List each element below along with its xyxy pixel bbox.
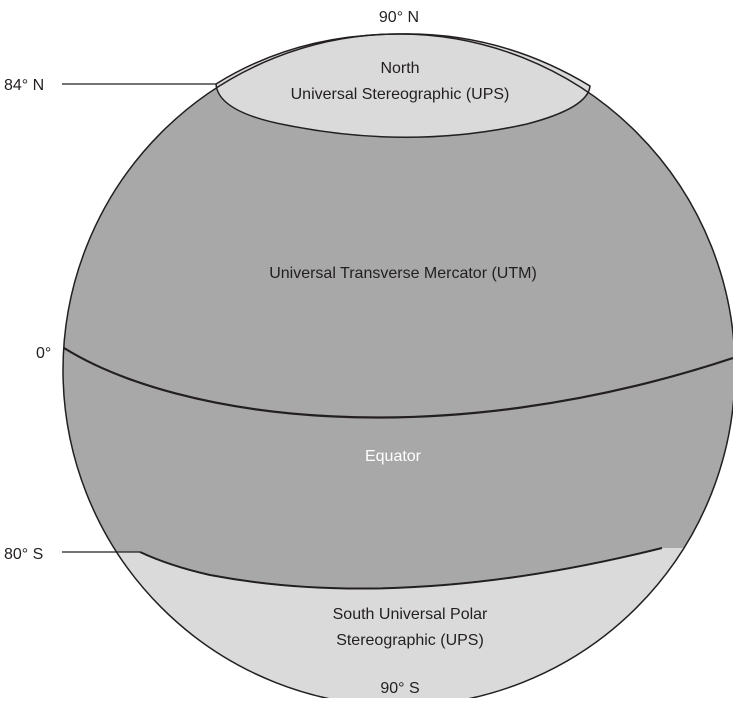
label-90-north: 90° N <box>379 9 419 26</box>
south-limit-line <box>139 547 663 590</box>
north-ups-label-line1: North <box>380 60 419 77</box>
equator-line <box>63 347 733 419</box>
label-90-south: 90° S <box>380 680 419 697</box>
utm-zone <box>63 34 733 703</box>
label-80-south: 80° S <box>4 546 43 563</box>
north-ups-label-line2: Universal Stereographic (UPS) <box>291 86 510 103</box>
south-ups-label-line1: South Universal Polar <box>333 606 488 623</box>
label-84-north: 84° N <box>4 77 44 94</box>
equator-label: Equator <box>365 448 422 465</box>
utm-label: Universal Transverse Mercator (UTM) <box>269 265 537 282</box>
label-zero-degrees: 0° <box>36 345 51 362</box>
sphere-outline <box>62 33 733 703</box>
south-ups-label-line2: Stereographic (UPS) <box>336 632 484 649</box>
